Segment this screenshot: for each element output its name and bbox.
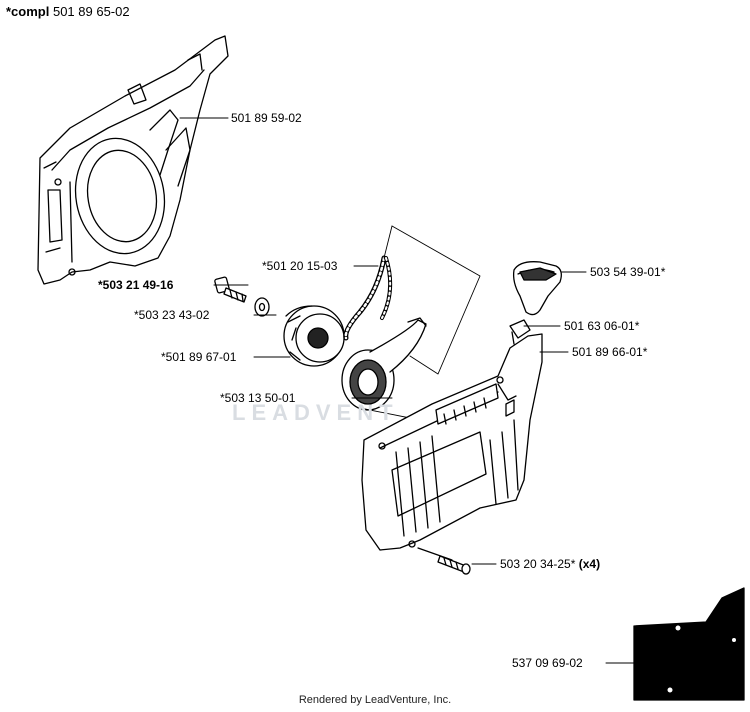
rope-guide-drawing bbox=[509, 319, 531, 345]
part-label-p4[interactable]: *503 23 43-02 bbox=[134, 308, 210, 322]
rope-pulley-drawing bbox=[283, 305, 345, 367]
leader-lines bbox=[179, 117, 635, 664]
collar-bolt-drawing bbox=[214, 276, 247, 303]
part-label-p9[interactable]: 501 89 66-01* bbox=[572, 345, 648, 359]
footer-credit: Rendered by LeadVenture, Inc. bbox=[298, 694, 452, 706]
part-label-p3[interactable]: *503 21 49-16 bbox=[98, 278, 174, 292]
quantity-suffix: (x4) bbox=[578, 557, 601, 571]
part-label-p8[interactable]: 501 63 06-01* bbox=[564, 319, 640, 333]
starter-handle-drawing bbox=[512, 261, 562, 316]
screw-drawing bbox=[417, 547, 471, 575]
side-cover-drawing bbox=[37, 35, 229, 285]
decal-drawing bbox=[633, 587, 745, 701]
part-label-p1[interactable]: 501 89 59-02 bbox=[231, 111, 302, 125]
starter-housing-drawing bbox=[361, 333, 543, 551]
starter-rope-drawing bbox=[343, 255, 393, 341]
assembly-header: *compl 501 89 65-02 bbox=[6, 4, 130, 19]
watermark: LEADVENT bbox=[232, 400, 399, 425]
header-part-number: 501 89 65-02 bbox=[52, 4, 130, 19]
part-label-p5[interactable]: *501 89 67-01 bbox=[161, 350, 237, 364]
part-label-p6[interactable]: *503 13 50-01 bbox=[220, 391, 296, 405]
part-label-p11[interactable]: 537 09 69-02 bbox=[512, 656, 583, 670]
rewind-spring-drawing bbox=[341, 317, 427, 411]
washer-drawing bbox=[254, 297, 270, 317]
part-label-p10[interactable]: 503 20 34-25* (x4) bbox=[500, 557, 601, 571]
header-prefix: *compl bbox=[6, 4, 50, 19]
part-label-p7[interactable]: 503 54 39-01* bbox=[590, 265, 666, 279]
part-label-p2[interactable]: *501 20 15-03 bbox=[262, 259, 338, 273]
